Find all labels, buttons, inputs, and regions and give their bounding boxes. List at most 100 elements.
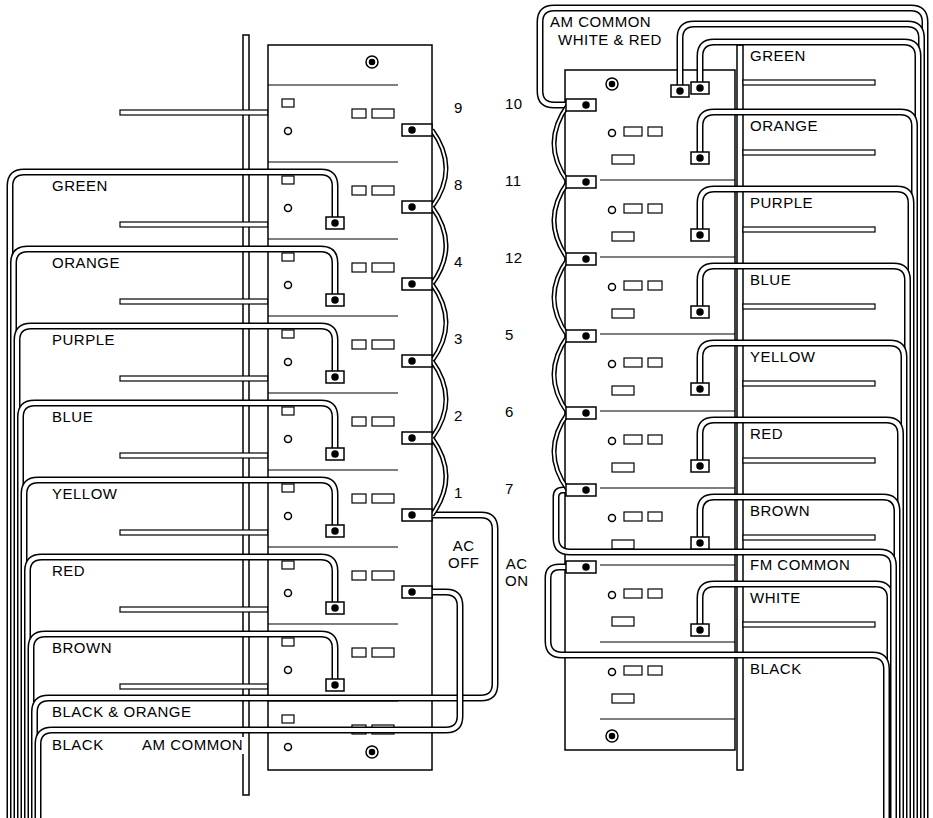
wire-label: PURPLE <box>748 195 815 212</box>
cable-core <box>700 343 904 818</box>
wire-label: WHITE & RED <box>556 32 664 49</box>
callout-number: 1 <box>452 485 465 502</box>
cable-core <box>38 592 460 818</box>
mounting-screw <box>370 750 375 755</box>
wire-label: BLACK <box>748 661 804 678</box>
terminal-clip <box>691 82 709 94</box>
cable-outline <box>24 480 335 818</box>
cable-outline <box>432 130 446 207</box>
terminal-clip <box>566 99 596 111</box>
switch-hole <box>282 638 294 646</box>
mounting-screw <box>606 78 618 90</box>
terminal-clip <box>566 253 596 265</box>
plunger-bar <box>120 376 268 381</box>
mounting-screw <box>610 82 615 87</box>
plunger-bar <box>120 530 268 535</box>
cable-outline <box>700 189 911 818</box>
cable-outline <box>432 207 446 284</box>
cable-core <box>24 480 335 818</box>
switch-hole <box>285 359 292 366</box>
cable-outline <box>38 592 460 818</box>
wire <box>700 189 911 818</box>
plunger-bar <box>743 381 875 386</box>
terminal-screw <box>332 682 338 688</box>
switch-hole <box>372 648 394 657</box>
switch-bank-body <box>565 70 735 750</box>
switch-hole <box>372 109 394 118</box>
cable-core <box>21 403 336 818</box>
switch-hole <box>648 435 662 444</box>
mounting-rail <box>737 45 743 770</box>
plunger-bar <box>743 150 875 155</box>
mounting-screw <box>366 746 378 758</box>
terminal-clip <box>691 229 709 241</box>
plunger-bar <box>120 110 268 115</box>
terminal-screw <box>583 410 589 416</box>
terminal-clip <box>402 124 432 136</box>
switch-hole <box>612 386 634 395</box>
wire-label: RED <box>748 426 785 443</box>
switch-hole <box>372 340 394 349</box>
cable-core <box>700 420 901 818</box>
cable-core <box>432 438 446 515</box>
switch-hole <box>609 592 616 599</box>
terminal-clip <box>691 624 709 636</box>
cable-core <box>554 105 568 182</box>
mounting-rail <box>243 35 249 795</box>
wire-label: BLACK & ORANGE <box>50 704 194 721</box>
switch-hole <box>352 186 366 195</box>
switch-hole <box>624 435 642 444</box>
plunger-bar <box>743 227 875 232</box>
cable-core <box>554 413 568 490</box>
section-divider <box>600 179 735 180</box>
terminal-screw <box>697 463 703 469</box>
section-divider <box>600 718 735 719</box>
section-divider <box>268 469 398 470</box>
cable-outline <box>28 557 336 818</box>
terminal-clip <box>402 586 432 598</box>
cable-outline <box>10 172 335 818</box>
section-divider <box>600 256 735 257</box>
terminal-screw <box>697 155 703 161</box>
switch-hole <box>282 99 294 107</box>
terminal-clip <box>691 306 709 318</box>
plunger-bar <box>120 222 268 227</box>
cable-outline <box>554 336 568 413</box>
cable-outline <box>31 634 335 818</box>
cable-outline <box>432 361 446 438</box>
jumper-wire <box>554 336 568 413</box>
wire-label: GREEN <box>748 48 808 65</box>
switch-hole <box>624 512 642 521</box>
terminal-clip <box>402 355 432 367</box>
switch-hole <box>624 358 642 367</box>
switch-hole <box>372 494 394 503</box>
wire-label: ORANGE <box>50 255 122 272</box>
terminal-screw <box>332 297 338 303</box>
cable-core <box>10 172 335 818</box>
plunger-bar <box>743 622 875 627</box>
cable-outline <box>700 584 890 818</box>
terminal-clip <box>326 602 344 614</box>
switch-hole <box>285 282 292 289</box>
wire-label: BLUE <box>748 272 793 289</box>
cable-core <box>432 361 446 438</box>
terminal-clip <box>402 509 432 521</box>
cable-core <box>432 284 446 361</box>
switch-hole <box>624 281 642 290</box>
section-divider <box>600 564 735 565</box>
section-divider <box>268 238 398 239</box>
wire <box>700 112 915 818</box>
switch-hole <box>282 253 294 261</box>
switch-hole <box>352 340 366 349</box>
wire-label: PURPLE <box>50 332 117 349</box>
cable-outline <box>554 259 568 336</box>
terminal-screw <box>332 528 338 534</box>
callout-number: 11 <box>503 173 524 190</box>
plunger-bar <box>120 684 268 689</box>
section-divider <box>268 623 398 624</box>
wire <box>35 515 496 818</box>
switch-hole <box>282 715 294 723</box>
switch-hole <box>648 127 662 136</box>
switch-hole <box>612 155 634 164</box>
cable-core <box>700 266 908 818</box>
